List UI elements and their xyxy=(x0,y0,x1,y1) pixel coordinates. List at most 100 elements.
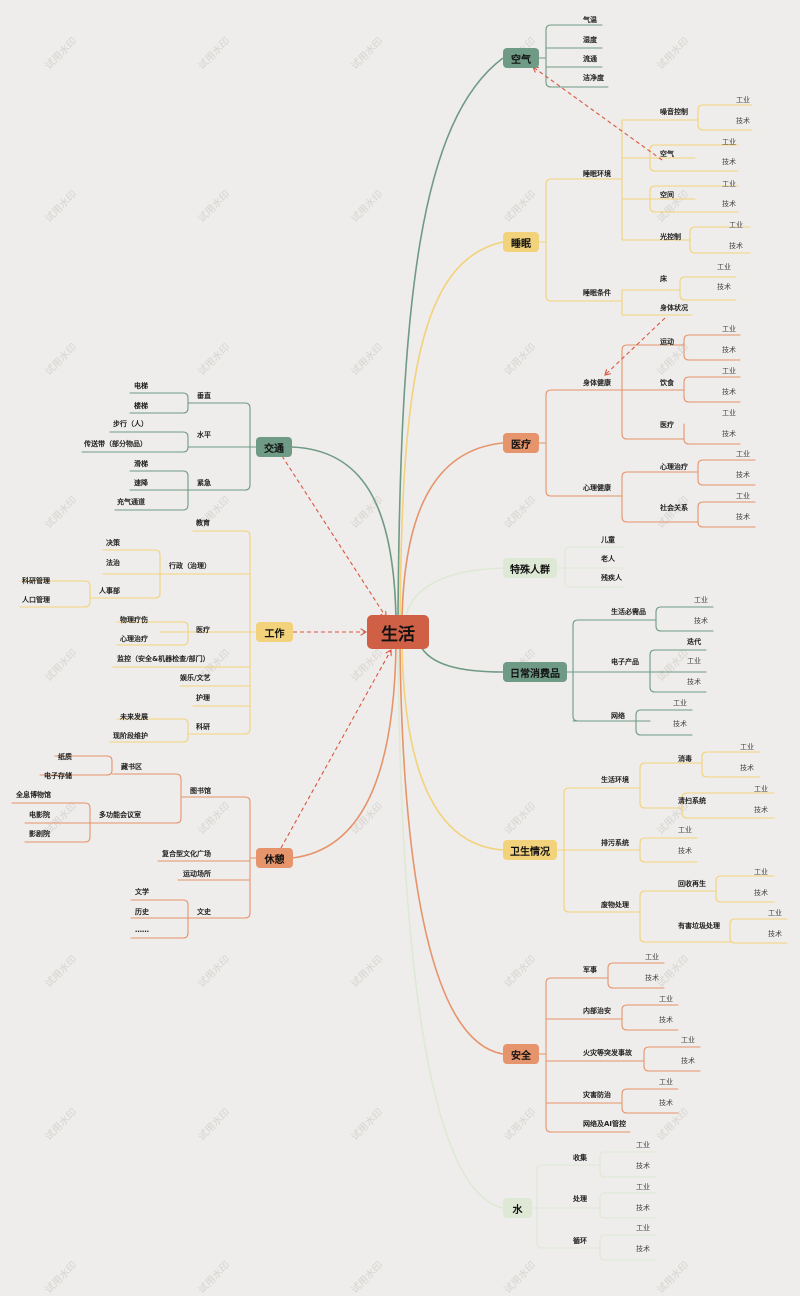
water-cycle[interactable]: 循环 xyxy=(573,1237,587,1245)
traffic-walk[interactable]: 步行（人） xyxy=(113,420,148,428)
rest-stacks[interactable]: 藏书区 xyxy=(121,763,142,771)
leaf-industry[interactable]: 工业 xyxy=(636,1224,650,1232)
rest-paper[interactable]: 纸质 xyxy=(58,753,72,761)
air-temp[interactable]: 气温 xyxy=(583,16,597,24)
node-sleep[interactable]: 睡眠 xyxy=(503,232,539,252)
node-medical[interactable]: 医疗 xyxy=(503,433,539,453)
leaf-iteration[interactable]: 迭代 xyxy=(687,638,701,646)
safety-network-ai[interactable]: 网络及AI管控 xyxy=(583,1120,627,1128)
traffic-horizontal[interactable]: 水平 xyxy=(197,431,211,439)
air-humidity[interactable]: 湿度 xyxy=(583,36,597,44)
sleep-light[interactable]: 光控制 xyxy=(660,233,681,241)
med-social[interactable]: 社会关系 xyxy=(660,504,688,512)
leaf-tech[interactable]: 技术 xyxy=(681,1057,695,1065)
leaf-tech[interactable]: 技术 xyxy=(754,806,768,814)
leaf-industry[interactable]: 工业 xyxy=(681,1036,695,1044)
safety-disaster[interactable]: 灾害防治 xyxy=(583,1091,611,1099)
leaf-industry[interactable]: 工业 xyxy=(722,180,736,188)
sleep-space[interactable]: 空间 xyxy=(660,191,674,199)
leaf-tech[interactable]: 技术 xyxy=(636,1162,650,1170)
special-disabled[interactable]: 残疾人 xyxy=(601,574,622,582)
work-maintain[interactable]: 现阶段维护 xyxy=(113,732,148,740)
work-nursing[interactable]: 护理 xyxy=(196,694,210,702)
med-mind[interactable]: 心理健康 xyxy=(583,484,611,492)
leaf-industry[interactable]: 工业 xyxy=(694,596,708,604)
leaf-tech[interactable]: 技术 xyxy=(754,889,768,897)
rest-digital[interactable]: 电子存储 xyxy=(44,772,72,780)
med-medical[interactable]: 医疗 xyxy=(660,421,674,429)
leaf-industry[interactable]: 工业 xyxy=(717,263,731,271)
rest-cinema[interactable]: 电影院 xyxy=(29,811,50,819)
safety-fire[interactable]: 火灾等突发事故 xyxy=(583,1049,632,1057)
leaf-industry[interactable]: 工业 xyxy=(659,1078,673,1086)
leaf-industry[interactable]: 工业 xyxy=(754,868,768,876)
rest-holo-museum[interactable]: 全息博物馆 xyxy=(16,791,51,799)
work-research[interactable]: 科研 xyxy=(196,723,210,731)
med-therapy[interactable]: 心理治疗 xyxy=(660,463,688,471)
leaf-industry[interactable]: 工业 xyxy=(754,785,768,793)
med-diet[interactable]: 饮食 xyxy=(660,379,674,387)
leaf-tech[interactable]: 技术 xyxy=(736,513,750,521)
leaf-tech[interactable]: 技术 xyxy=(687,678,701,686)
leaf-industry[interactable]: 工业 xyxy=(678,826,692,834)
safety-military[interactable]: 军事 xyxy=(583,966,597,974)
node-traffic[interactable]: 交通 xyxy=(256,437,292,457)
med-exercise[interactable]: 运动 xyxy=(660,338,674,346)
rest-plaza[interactable]: 复合型文化广场 xyxy=(162,850,211,858)
node-air[interactable]: 空气 xyxy=(503,48,539,68)
leaf-industry[interactable]: 工业 xyxy=(687,657,701,665)
hygiene-living[interactable]: 生活环境 xyxy=(601,776,629,784)
leaf-industry[interactable]: 工业 xyxy=(722,325,736,333)
traffic-emergency[interactable]: 紧急 xyxy=(197,479,211,487)
leaf-tech[interactable]: 技术 xyxy=(722,200,736,208)
consumer-necessities[interactable]: 生活必需品 xyxy=(611,608,646,616)
leaf-tech[interactable]: 技术 xyxy=(659,1099,673,1107)
sleep-noise[interactable]: 噪音控制 xyxy=(660,108,688,116)
traffic-descent[interactable]: 速降 xyxy=(134,479,148,487)
special-children[interactable]: 儿童 xyxy=(601,536,615,544)
hygiene-cleaning[interactable]: 清扫系统 xyxy=(678,797,706,805)
work-psych[interactable]: 心理治疗 xyxy=(120,635,148,643)
traffic-elevator[interactable]: 电梯 xyxy=(134,382,148,390)
work-entertainment[interactable]: 娱乐/文艺 xyxy=(180,674,211,682)
leaf-industry[interactable]: 工业 xyxy=(736,96,750,104)
leaf-industry[interactable]: 工业 xyxy=(736,492,750,500)
leaf-industry[interactable]: 工业 xyxy=(636,1183,650,1191)
sleep-bed[interactable]: 床 xyxy=(660,275,667,283)
node-rest[interactable]: 休憩 xyxy=(256,848,293,868)
sleep-cond[interactable]: 睡眠条件 xyxy=(583,289,611,297)
leaf-tech[interactable]: 技术 xyxy=(717,283,731,291)
rest-multi-room[interactable]: 多功能会议室 xyxy=(99,811,141,819)
work-monitor[interactable]: 监控（安全&机器检查/部门） xyxy=(117,655,210,663)
special-elderly[interactable]: 老人 xyxy=(601,555,615,563)
work-research-mgmt[interactable]: 科研管理 xyxy=(22,577,50,585)
leaf-industry[interactable]: 工业 xyxy=(659,995,673,1003)
rest-theater[interactable]: 影剧院 xyxy=(29,830,50,838)
leaf-tech[interactable]: 技术 xyxy=(722,346,736,354)
leaf-industry[interactable]: 工业 xyxy=(722,367,736,375)
leaf-tech[interactable]: 技术 xyxy=(636,1204,650,1212)
leaf-tech[interactable]: 技术 xyxy=(736,117,750,125)
work-medical[interactable]: 医疗 xyxy=(196,626,210,634)
leaf-industry[interactable]: 工业 xyxy=(740,743,754,751)
work-physio[interactable]: 物理疗伤 xyxy=(120,616,148,624)
rest-history[interactable]: 历史 xyxy=(135,908,149,916)
root-node[interactable]: 生活 xyxy=(367,615,429,649)
med-body[interactable]: 身体健康 xyxy=(583,379,611,387)
leaf-tech[interactable]: 技术 xyxy=(673,720,687,728)
rest-culture[interactable]: 文史 xyxy=(197,908,211,916)
leaf-tech[interactable]: 技术 xyxy=(645,974,659,982)
leaf-industry[interactable]: 工业 xyxy=(673,699,687,707)
air-circulation[interactable]: 流通 xyxy=(583,55,597,63)
leaf-tech[interactable]: 技术 xyxy=(722,158,736,166)
work-decision[interactable]: 决策 xyxy=(106,539,120,547)
hygiene-hazardous[interactable]: 有害垃圾处理 xyxy=(678,922,720,930)
node-consumer-goods[interactable]: 日常消费品 xyxy=(503,662,567,682)
leaf-industry[interactable]: 工业 xyxy=(645,953,659,961)
work-population-mgmt[interactable]: 人口管理 xyxy=(22,596,50,604)
water-collect[interactable]: 收集 xyxy=(573,1154,587,1162)
work-admin[interactable]: 行政（治理） xyxy=(169,562,211,570)
leaf-industry[interactable]: 工业 xyxy=(722,138,736,146)
leaf-industry[interactable]: 工业 xyxy=(729,221,743,229)
rest-library[interactable]: 图书馆 xyxy=(190,787,211,795)
